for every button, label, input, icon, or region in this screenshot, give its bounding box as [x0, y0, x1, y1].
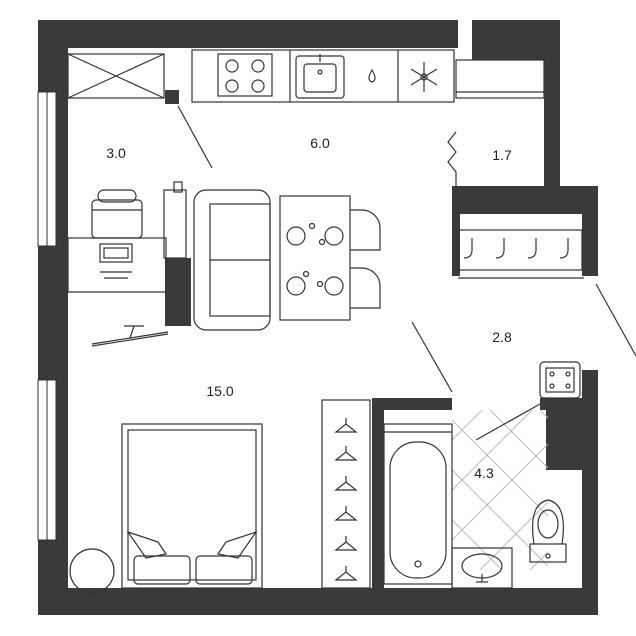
sofa — [193, 189, 271, 331]
kitchen — [163, 49, 545, 331]
hall-door — [411, 321, 453, 393]
wall-top — [38, 20, 458, 48]
area-label-balcony: 3.0 — [106, 145, 126, 161]
folding-door — [447, 131, 457, 186]
pillow-icon — [195, 555, 253, 585]
wall-bath-right — [546, 398, 598, 470]
water-drop-icon — [368, 68, 376, 83]
wall-bath-top — [372, 398, 452, 410]
stove-icon — [217, 53, 273, 97]
area-labels: 3.0 6.0 1.7 2.8 15.0 4.3 — [106, 135, 512, 481]
balcony-cabinet — [67, 53, 165, 99]
office-chair-icon — [91, 189, 143, 239]
chair-icon — [350, 209, 381, 309]
washbasin-icon — [451, 547, 513, 589]
bathroom — [383, 361, 581, 589]
shower-tray-icon — [539, 361, 581, 399]
wall-right-upper — [544, 20, 560, 210]
bed — [121, 423, 263, 589]
desk — [67, 237, 167, 293]
wall-balcony-top — [165, 90, 179, 104]
round-side-table — [69, 548, 115, 594]
entrance-door — [595, 283, 636, 357]
wall-storage-right — [544, 186, 598, 214]
area-label-living: 15.0 — [206, 383, 233, 399]
toilet-icon — [529, 499, 567, 563]
bathtub — [383, 423, 453, 585]
freezer-snowflake-icon — [410, 62, 438, 92]
sink-icon — [295, 54, 345, 99]
balcony-door — [177, 105, 213, 169]
area-label-hall: 2.8 — [492, 329, 512, 345]
kitchen-counter — [191, 49, 455, 103]
place-setting-icons — [286, 222, 344, 296]
area-label-kitchen: 6.0 — [310, 135, 330, 151]
bathroom-door — [475, 403, 541, 441]
storage — [411, 131, 636, 393]
wall-wardrobe-left — [452, 186, 460, 276]
wall-storage-bottom — [452, 186, 560, 214]
shelf — [163, 189, 187, 259]
living-room — [69, 325, 371, 594]
wall-wardrobe-right — [582, 210, 598, 276]
wall-bath-left — [372, 398, 384, 588]
wardrobe-rail — [457, 229, 583, 271]
hanger-icons — [334, 418, 358, 581]
hanger-icons — [463, 238, 569, 259]
wardrobe — [321, 399, 371, 589]
laptop-icon — [99, 243, 133, 263]
wall-balcony-bottom — [38, 254, 68, 326]
windows — [37, 91, 57, 541]
area-label-storage: 1.7 — [492, 147, 512, 163]
pillow-icon — [133, 555, 191, 585]
walls — [38, 20, 598, 615]
appliance-column — [455, 59, 545, 99]
wall-vent — [584, 372, 598, 398]
wall-balcony-stub — [165, 258, 191, 326]
dining-table — [279, 195, 351, 321]
balcony — [67, 53, 213, 293]
area-label-bathroom: 4.3 — [474, 465, 494, 481]
floor-tiles — [452, 410, 548, 570]
tv-icon — [91, 325, 169, 347]
wall-bottom — [38, 588, 598, 615]
